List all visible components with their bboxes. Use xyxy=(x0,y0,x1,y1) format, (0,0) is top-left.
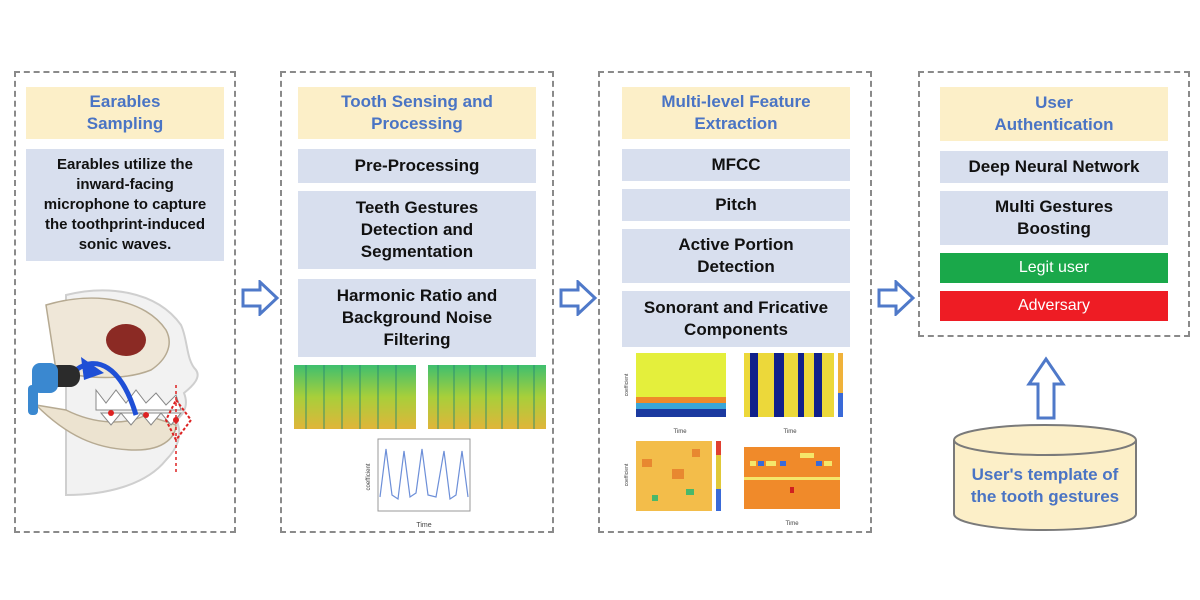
user-authentication-title: User Authentication xyxy=(940,87,1168,141)
tooth-sensing-panel: Tooth Sensing and Processing Pre-Process… xyxy=(280,71,554,533)
harmonic-ratio-plot: Time coefficient xyxy=(366,438,471,529)
tooth-sensing-title: Tooth Sensing and Processing xyxy=(298,87,536,139)
multi-gestures-boosting-step: Multi Gestures Boosting xyxy=(940,191,1168,245)
mfcc-step: MFCC xyxy=(622,149,850,181)
spectrogram-left xyxy=(294,365,416,429)
active-portion-heatmap: coefficient xyxy=(624,441,721,511)
user-authentication-panel: User Authentication Deep Neural Network … xyxy=(918,71,1190,337)
gesture-detection-step: Teeth Gestures Detection and Segmentatio… xyxy=(298,191,536,269)
harmonic-ratio-step: Harmonic Ratio and Background Noise Filt… xyxy=(298,279,536,357)
active-heatmap-ylabel: coefficient xyxy=(624,463,630,486)
flow-arrow-3 xyxy=(877,280,916,316)
eye-socket xyxy=(106,324,146,356)
database-cylinder-icon xyxy=(953,424,1137,531)
flow-arrow-1 xyxy=(241,280,280,316)
sonorant-fricative-step: Sonorant and Fricative Components xyxy=(622,291,850,347)
pitch-step: Pitch xyxy=(622,189,850,221)
mfcc-heatmap: Time coefficient xyxy=(624,353,726,435)
earables-sampling-panel: Earables Sampling Earables utilize the i… xyxy=(14,71,236,533)
sonorant-heatmap: Time xyxy=(744,447,840,527)
pitch-heatmap-xlabel: Time xyxy=(783,429,797,435)
feature-extraction-title: Multi-level Feature Extraction xyxy=(622,87,850,139)
harmonic-plot-ylabel: coefficient xyxy=(366,463,372,490)
pitch-heatmap: Time xyxy=(744,353,843,435)
earables-sampling-description: Earables utilize the inward-facing micro… xyxy=(26,149,224,261)
spectrogram-right xyxy=(428,365,546,429)
earables-sampling-title: Earables Sampling xyxy=(26,87,224,139)
adversary-result: Adversary xyxy=(940,291,1168,321)
harmonic-plot-xlabel: Time xyxy=(416,522,431,529)
jaw-illustration xyxy=(28,289,199,497)
legit-user-result: Legit user xyxy=(940,253,1168,283)
mfcc-heatmap-xlabel: Time xyxy=(673,429,687,435)
pre-processing-step: Pre-Processing xyxy=(298,149,536,183)
template-up-arrow xyxy=(1026,356,1066,420)
sonorant-heatmap-xlabel: Time xyxy=(785,521,799,527)
user-template-label: User's template of the tooth gestures xyxy=(970,465,1120,506)
deep-neural-network-step: Deep Neural Network xyxy=(940,151,1168,183)
flow-arrow-2 xyxy=(559,280,598,316)
user-template-database: User's template of the tooth gestures xyxy=(950,422,1140,534)
active-portion-step: Active Portion Detection xyxy=(622,229,850,283)
feature-extraction-panel: Multi-level Feature Extraction MFCC Pitc… xyxy=(598,71,872,533)
mfcc-heatmap-ylabel: coefficient xyxy=(624,373,630,396)
